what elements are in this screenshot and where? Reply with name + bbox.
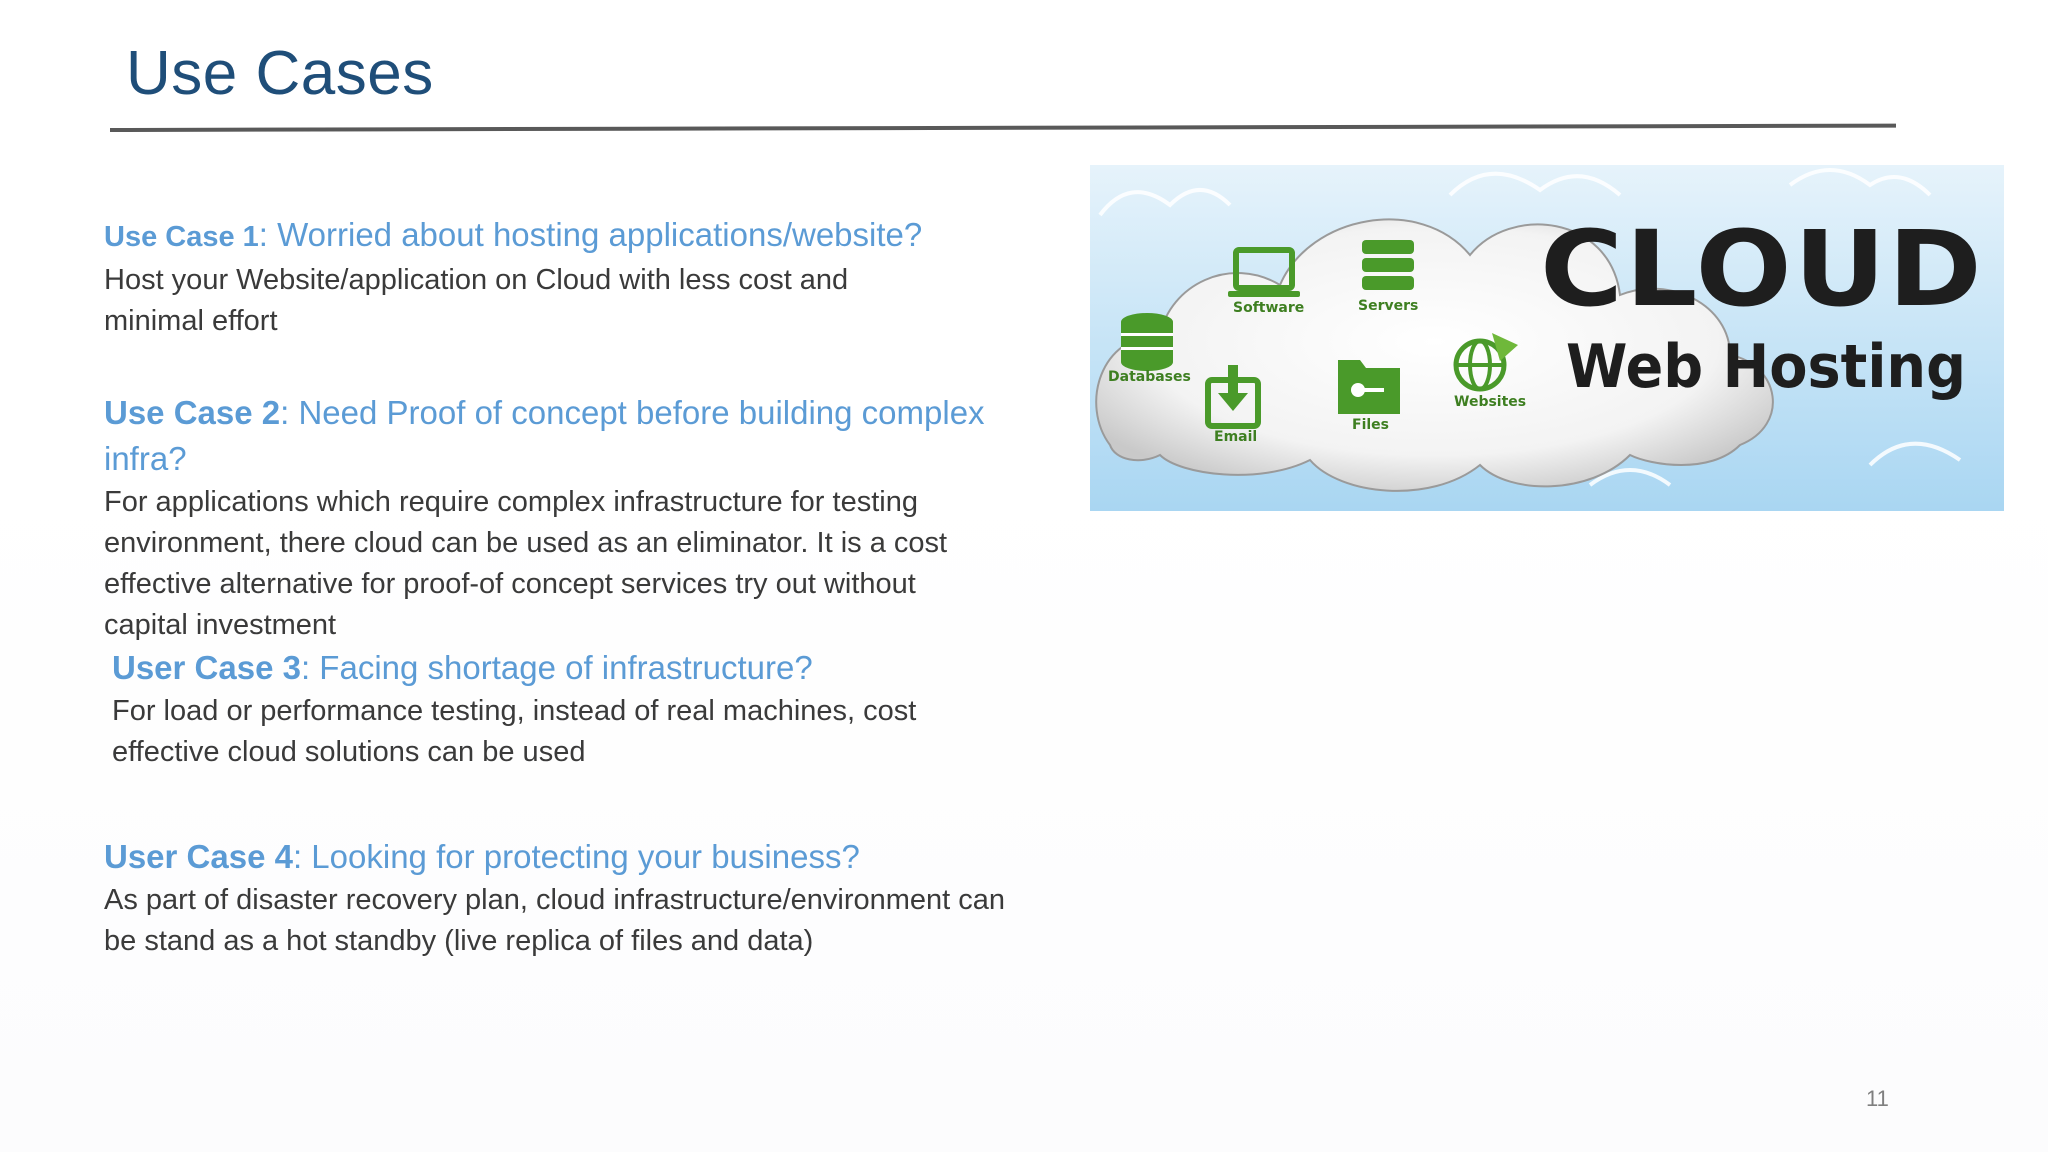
use-case-4-line-1: As part of disaster recovery plan, cloud… bbox=[104, 884, 1006, 916]
use-case-4-heading: User Case 4: Looking for protecting your… bbox=[104, 834, 1204, 880]
use-case-1-heading: Use Case 1: Worried about hosting applic… bbox=[104, 212, 1104, 260]
software-label: Software bbox=[1233, 300, 1304, 316]
email-icon bbox=[1205, 365, 1261, 429]
background-clouds bbox=[1098, 168, 1962, 487]
use-case-2: Use Case 2: Need Proof of concept before… bbox=[104, 390, 1104, 646]
web-hosting-subline: Web Hosting bbox=[1566, 332, 1966, 402]
servers-label: Servers bbox=[1358, 298, 1418, 314]
use-case-4-label: User Case 4 bbox=[104, 838, 293, 875]
software-icon bbox=[1228, 247, 1300, 297]
use-case-2-line-3: effective alternative for proof-of conce… bbox=[104, 568, 916, 600]
use-case-2-question-cont: infra? bbox=[104, 440, 187, 477]
use-case-2-question: : Need Proof of concept before building … bbox=[280, 394, 985, 431]
use-case-1-question: : Worried about hosting applications/web… bbox=[258, 216, 923, 253]
servers-icon bbox=[1362, 240, 1414, 290]
use-case-3: User Case 3: Facing shortage of infrastr… bbox=[112, 645, 1112, 773]
use-case-2-heading: Use Case 2: Need Proof of concept before… bbox=[104, 390, 1104, 436]
use-case-3-question: : Facing shortage of infrastructure? bbox=[300, 649, 813, 686]
use-case-4: User Case 4: Looking for protecting your… bbox=[104, 834, 1204, 962]
use-case-4-question: : Looking for protecting your business? bbox=[292, 838, 860, 875]
use-case-3-line-1: For load or performance testing, instead… bbox=[112, 695, 917, 727]
use-case-1: Use Case 1: Worried about hosting applic… bbox=[104, 212, 1104, 342]
use-case-3-line-2: effective cloud solutions can be used bbox=[112, 736, 586, 768]
files-label: Files bbox=[1352, 417, 1389, 433]
websites-icon bbox=[1453, 333, 1518, 392]
use-case-2-line-2: environment, there cloud can be used as … bbox=[104, 527, 948, 559]
files-icon bbox=[1338, 360, 1400, 414]
use-case-1-line-2: minimal effort bbox=[104, 305, 278, 337]
use-case-4-line-2: be stand as a hot standby (live replica … bbox=[104, 925, 814, 957]
page-number: 11 bbox=[1866, 1086, 1889, 1111]
icon-group bbox=[1121, 240, 1518, 429]
use-case-3-heading: User Case 3: Facing shortage of infrastr… bbox=[112, 645, 1112, 691]
cloud-headline: CLOUD bbox=[1540, 208, 1984, 330]
websites-label: Websites bbox=[1454, 394, 1526, 410]
use-case-3-label: User Case 3 bbox=[112, 649, 301, 686]
databases-icon bbox=[1121, 313, 1173, 371]
use-case-1-label: Use Case 1 bbox=[104, 221, 259, 253]
use-case-2-label: Use Case 2 bbox=[104, 394, 281, 431]
icon-labels: Databases Software Servers Email Files W… bbox=[1108, 298, 1526, 445]
email-label: Email bbox=[1214, 429, 1257, 445]
cloud-illustration: Databases Software Servers Email Files W… bbox=[1090, 165, 2004, 511]
cloud-web-hosting-image: Databases Software Servers Email Files W… bbox=[1090, 165, 2004, 511]
use-case-1-line-1: Host your Website/application on Cloud w… bbox=[104, 264, 849, 296]
page-title: Use Cases bbox=[126, 39, 434, 108]
databases-label: Databases bbox=[1108, 369, 1191, 385]
use-case-2-line-4: capital investment bbox=[104, 609, 337, 641]
use-case-2-line-1: For applications which require complex i… bbox=[104, 486, 918, 518]
